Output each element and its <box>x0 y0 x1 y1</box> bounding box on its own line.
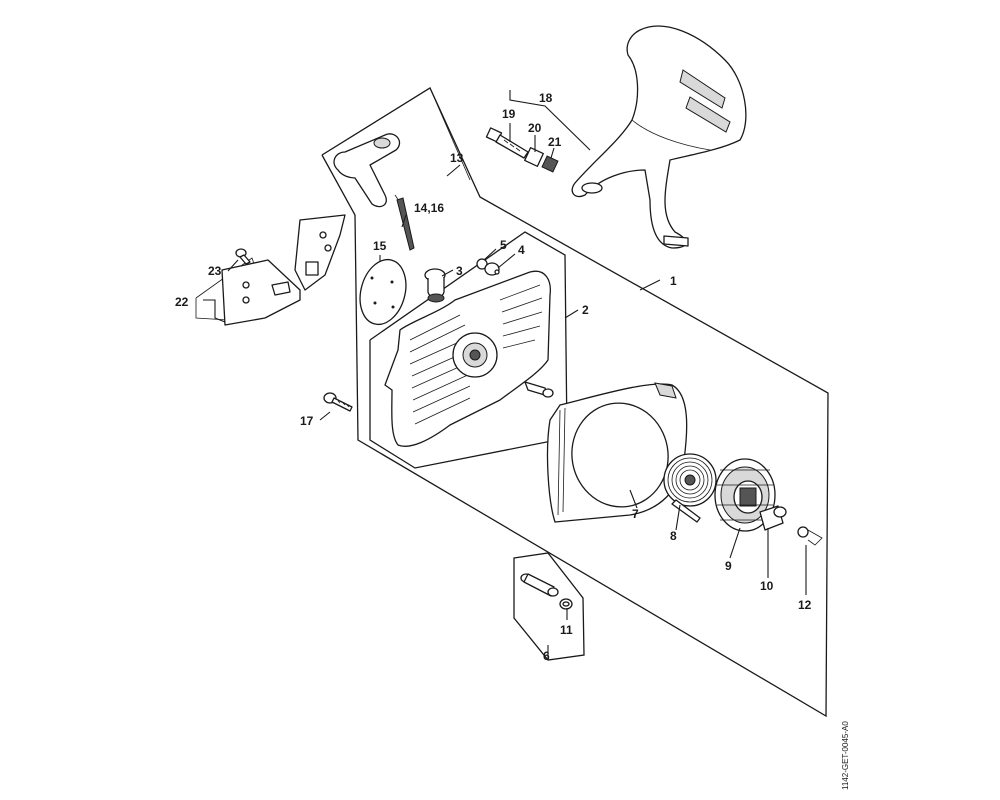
label-part-5: 5 <box>500 238 507 252</box>
label-part-8: 8 <box>670 529 677 543</box>
label-part-17: 17 <box>300 414 314 428</box>
label-part-19: 19 <box>502 107 516 121</box>
handle-frame-13 <box>321 87 471 181</box>
label-part-7: 7 <box>632 507 639 521</box>
label-part-20: 20 <box>528 121 542 135</box>
drawing-code: 1142-GET-0045-A0 <box>841 721 850 790</box>
label-part-12: 12 <box>798 598 812 612</box>
starter-grip-part <box>333 133 415 251</box>
bolt-set-part <box>485 127 559 173</box>
label-part-21: 21 <box>548 135 562 149</box>
kit-frame-6 <box>513 552 585 661</box>
screw-17-part <box>323 392 353 412</box>
label-part-1: 1 <box>670 274 677 288</box>
hand-guard-part <box>571 25 747 249</box>
pawl-part <box>759 505 787 531</box>
label-part-10: 10 <box>760 579 774 593</box>
bracket-plate-part <box>221 214 346 326</box>
part-number-labels: 1 2 3 4 5 6 7 8 9 10 11 12 13 14,16 15 1… <box>175 91 812 663</box>
label-part-13: 13 <box>450 151 464 165</box>
housing-part <box>384 270 554 447</box>
spring-clip-part <box>797 526 823 546</box>
label-part-9: 9 <box>725 559 732 573</box>
label-part-3: 3 <box>456 264 463 278</box>
fan-housing-part <box>546 382 688 523</box>
label-part-22: 22 <box>175 295 189 309</box>
label-part-2: 2 <box>582 303 589 317</box>
rewind-spring-part <box>663 453 717 523</box>
label-part-6: 6 <box>543 649 550 663</box>
label-part-11: 11 <box>560 623 573 637</box>
label-part-23: 23 <box>208 264 222 278</box>
leader-lines <box>203 90 807 660</box>
label-part-18: 18 <box>539 91 553 105</box>
kit-6-pieces <box>520 573 573 610</box>
washer-parts <box>476 258 500 276</box>
cap-part <box>424 268 446 303</box>
gasket-plate-part <box>359 258 407 326</box>
label-part-4: 4 <box>518 243 525 257</box>
label-part-15: 15 <box>373 239 387 253</box>
label-part-14-16: 14,16 <box>414 201 444 215</box>
